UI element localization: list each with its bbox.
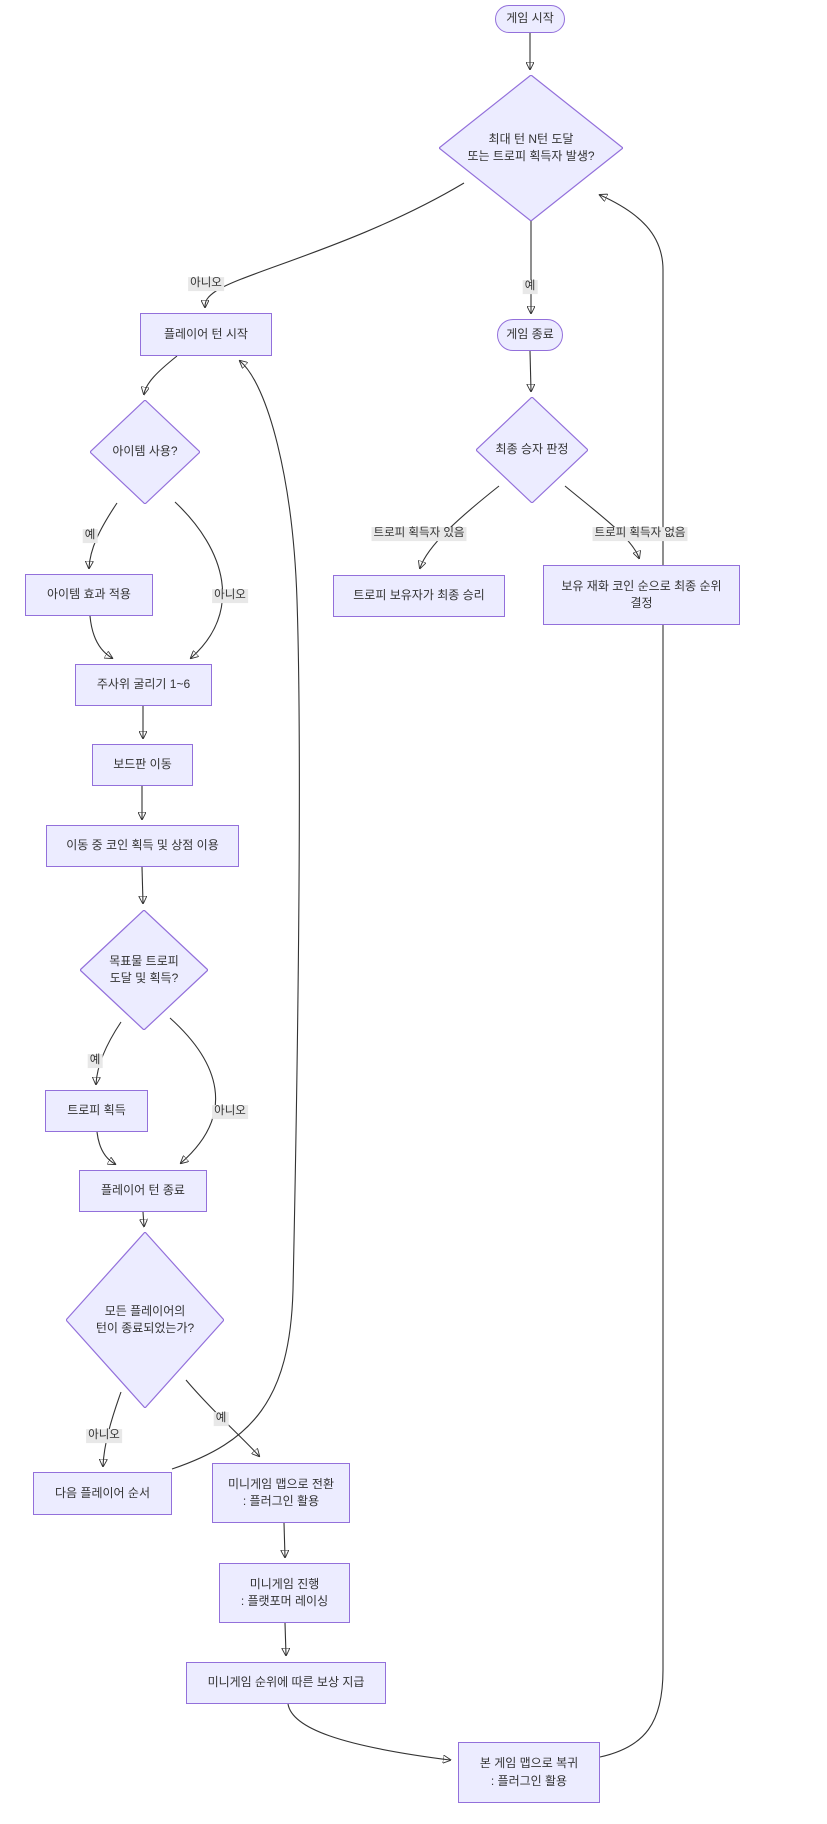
node-max-turn-check: 최대 턴 N턴 도달 또는 트로피 획득자 발생? xyxy=(439,75,623,221)
node-game-start-label: 게임 시작 xyxy=(506,11,554,26)
diamond-shape-icon xyxy=(439,75,623,221)
edge-itemcheck-no-to-diceroll xyxy=(174,501,224,658)
node-player-turn-end: 플레이어 턴 종료 xyxy=(79,1170,207,1212)
edge-maxturn-no-to-playerturnstart xyxy=(205,182,465,307)
node-all-players-check: 모든 플레이어의 턴이 종료되었는가? xyxy=(66,1232,224,1408)
node-max-turn-check-label: 최대 턴 N턴 도달 또는 트로피 획득자 발생? xyxy=(467,131,595,163)
node-item-use-check: 아이템 사용? xyxy=(90,400,200,504)
node-trophy-holder-wins: 트로피 보유자가 최종 승리 xyxy=(333,575,505,617)
diamond-shape-icon xyxy=(90,400,200,504)
edge-label-has-trophy-owner: 트로피 획득자 있음 xyxy=(371,527,467,541)
node-minigame-reward: 미니게임 순위에 따른 보상 지급 xyxy=(186,1662,386,1704)
edge-label-no-item: 아니오 xyxy=(212,589,248,603)
node-goal-trophy-check: 목표물 트로피 도달 및 획득? xyxy=(80,910,208,1030)
node-board-move-label: 보드판 이동 xyxy=(113,757,172,772)
node-coin-shop-label: 이동 중 코인 획득 및 상점 이용 xyxy=(66,838,219,853)
diamond-shape-icon xyxy=(476,397,588,503)
node-next-player: 다음 플레이어 순서 xyxy=(33,1472,172,1515)
node-item-effect-label: 아이템 효과 적용 xyxy=(47,587,131,602)
edge-playerturnstart-to-itemcheck xyxy=(144,355,178,394)
edge-coinshop-to-goalcheck xyxy=(142,866,143,903)
node-coin-rank-decision: 보유 재화 코인 순으로 최종 순위 결정 xyxy=(543,565,740,625)
node-item-effect: 아이템 효과 적용 xyxy=(25,574,153,616)
node-dice-roll: 주사위 굴리기 1~6 xyxy=(75,664,212,706)
node-minigame-reward-label: 미니게임 순위에 따른 보상 지급 xyxy=(207,1675,365,1690)
diamond-shape-icon xyxy=(66,1232,224,1408)
node-board-move: 보드판 이동 xyxy=(92,744,193,786)
node-minigame-run-label: 미니게임 진행 : 플랫포머 레이싱 xyxy=(240,1576,329,1608)
node-item-use-check-label: 아이템 사용? xyxy=(112,444,178,459)
edge-goalcheck-yes-to-trophyget xyxy=(96,1021,122,1084)
node-dice-roll-label: 주사위 굴리기 1~6 xyxy=(96,677,191,692)
node-trophy-holder-wins-label: 트로피 보유자가 최종 승리 xyxy=(353,588,485,603)
node-minigame-switch: 미니게임 맵으로 전환 : 플러그인 활용 xyxy=(212,1463,350,1523)
edge-itemeffect-to-diceroll xyxy=(89,615,112,658)
edge-label-no-goal: 아니오 xyxy=(212,1105,248,1119)
node-game-start: 게임 시작 xyxy=(495,5,565,33)
edge-label-yes-all-done: 예 xyxy=(213,1412,229,1426)
node-final-winner-check: 최종 승자 판정 xyxy=(476,397,588,503)
diamond-shape-icon xyxy=(80,910,208,1030)
node-coin-shop: 이동 중 코인 획득 및 상점 이용 xyxy=(46,825,239,867)
edge-trophyget-to-turnend xyxy=(96,1131,115,1164)
node-player-turn-end-label: 플레이어 턴 종료 xyxy=(101,1183,185,1198)
edge-label-no-max-turn: 아니오 xyxy=(188,277,224,291)
node-trophy-get-label: 트로피 획득 xyxy=(67,1103,126,1118)
edge-label-no-trophy-owner: 트로피 획득자 없음 xyxy=(592,527,688,541)
node-goal-trophy-check-label: 목표물 트로피 도달 및 획득? xyxy=(109,953,179,985)
edge-label-yes-item: 예 xyxy=(82,529,98,543)
node-next-player-label: 다음 플레이어 순서 xyxy=(55,1485,150,1500)
node-game-end: 게임 종료 xyxy=(497,319,563,351)
edge-returnmap-loop-to-maxturn xyxy=(600,195,664,1758)
edge-goalcheck-no-to-turnend xyxy=(169,1017,217,1163)
node-player-turn-start: 플레이어 턴 시작 xyxy=(140,313,272,356)
node-return-main-map: 본 게임 맵으로 복귀 : 플러그인 활용 xyxy=(458,1742,600,1803)
node-player-turn-start-label: 플레이어 턴 시작 xyxy=(164,326,248,341)
edge-nextplayer-loop-to-playerturnstart xyxy=(171,361,300,1470)
edge-gameend-to-finalwinner xyxy=(530,350,531,391)
edge-minigameswitch-to-minigamerun xyxy=(284,1522,285,1557)
node-minigame-run: 미니게임 진행 : 플랫포머 레이싱 xyxy=(219,1563,350,1623)
edge-reward-to-returnmap xyxy=(287,1703,450,1760)
edge-turnend-to-allcheck xyxy=(143,1211,144,1226)
node-coin-rank-decision-label: 보유 재화 코인 순으로 최종 순위 결정 xyxy=(561,578,722,610)
edge-finalwinner-to-coinrank xyxy=(564,485,639,558)
node-all-players-check-label: 모든 플레이어의 턴이 종료되었는가? xyxy=(95,1303,195,1335)
edge-minigamerun-to-reward xyxy=(285,1622,286,1655)
edge-label-no-all-done: 아니오 xyxy=(86,1429,122,1443)
node-minigame-switch-label: 미니게임 맵으로 전환 : 플러그인 활용 xyxy=(227,1476,335,1508)
node-game-end-label: 게임 종료 xyxy=(506,327,554,342)
node-final-winner-check-label: 최종 승자 판정 xyxy=(495,442,569,457)
edge-label-yes-max-turn: 예 xyxy=(522,280,538,294)
node-return-main-map-label: 본 게임 맵으로 복귀 : 플러그인 활용 xyxy=(479,1756,579,1788)
node-trophy-get: 트로피 획득 xyxy=(45,1090,148,1132)
edge-label-yes-goal: 예 xyxy=(87,1054,103,1068)
